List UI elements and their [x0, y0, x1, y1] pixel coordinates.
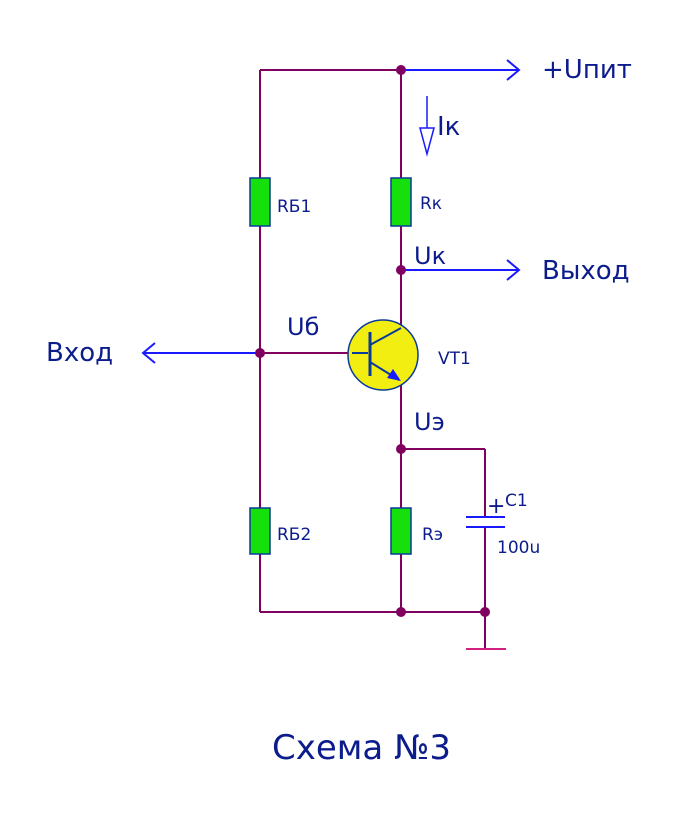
rb1-label: RБ1: [277, 197, 311, 217]
input-port-arrow: [141, 342, 260, 364]
input-label: Вход: [46, 338, 113, 368]
ub-label: Uб: [287, 313, 319, 341]
junction-dot: [255, 348, 265, 358]
junction-dot: [396, 65, 406, 75]
rk-label: Rк: [420, 194, 442, 214]
resistor-rk: [390, 177, 412, 227]
wires: [259, 69, 505, 648]
c1-name-label: C1: [505, 491, 528, 511]
rb2-label: RБ2: [277, 525, 311, 545]
ue-label: Uэ: [414, 408, 445, 436]
collector-current-label: Iк: [437, 112, 460, 142]
c1-value-label: 100u: [497, 538, 540, 558]
supply-port-arrow: [401, 59, 521, 81]
resistor-re: [390, 507, 412, 555]
re-label: Rэ: [422, 525, 443, 545]
junction-dot: [396, 607, 406, 617]
vt1-label: VT1: [438, 349, 471, 369]
resistor-rb1: [249, 177, 271, 227]
diagram-title: Схема №3: [272, 728, 451, 768]
junction-dot: [396, 444, 406, 454]
output-label: Выход: [542, 256, 630, 286]
resistor-rb2: [249, 507, 271, 555]
junction-dot: [396, 265, 406, 275]
npn-transistor-icon: [347, 319, 419, 391]
capacitor-polarity-icon: +: [487, 494, 505, 519]
uk-label: Uк: [414, 242, 446, 270]
supply-label: +Uпит: [542, 55, 632, 85]
output-port-arrow: [401, 259, 521, 281]
capacitor-c1: [466, 516, 505, 528]
collector-current-arrow: [419, 96, 435, 157]
junction-dot: [480, 607, 490, 617]
